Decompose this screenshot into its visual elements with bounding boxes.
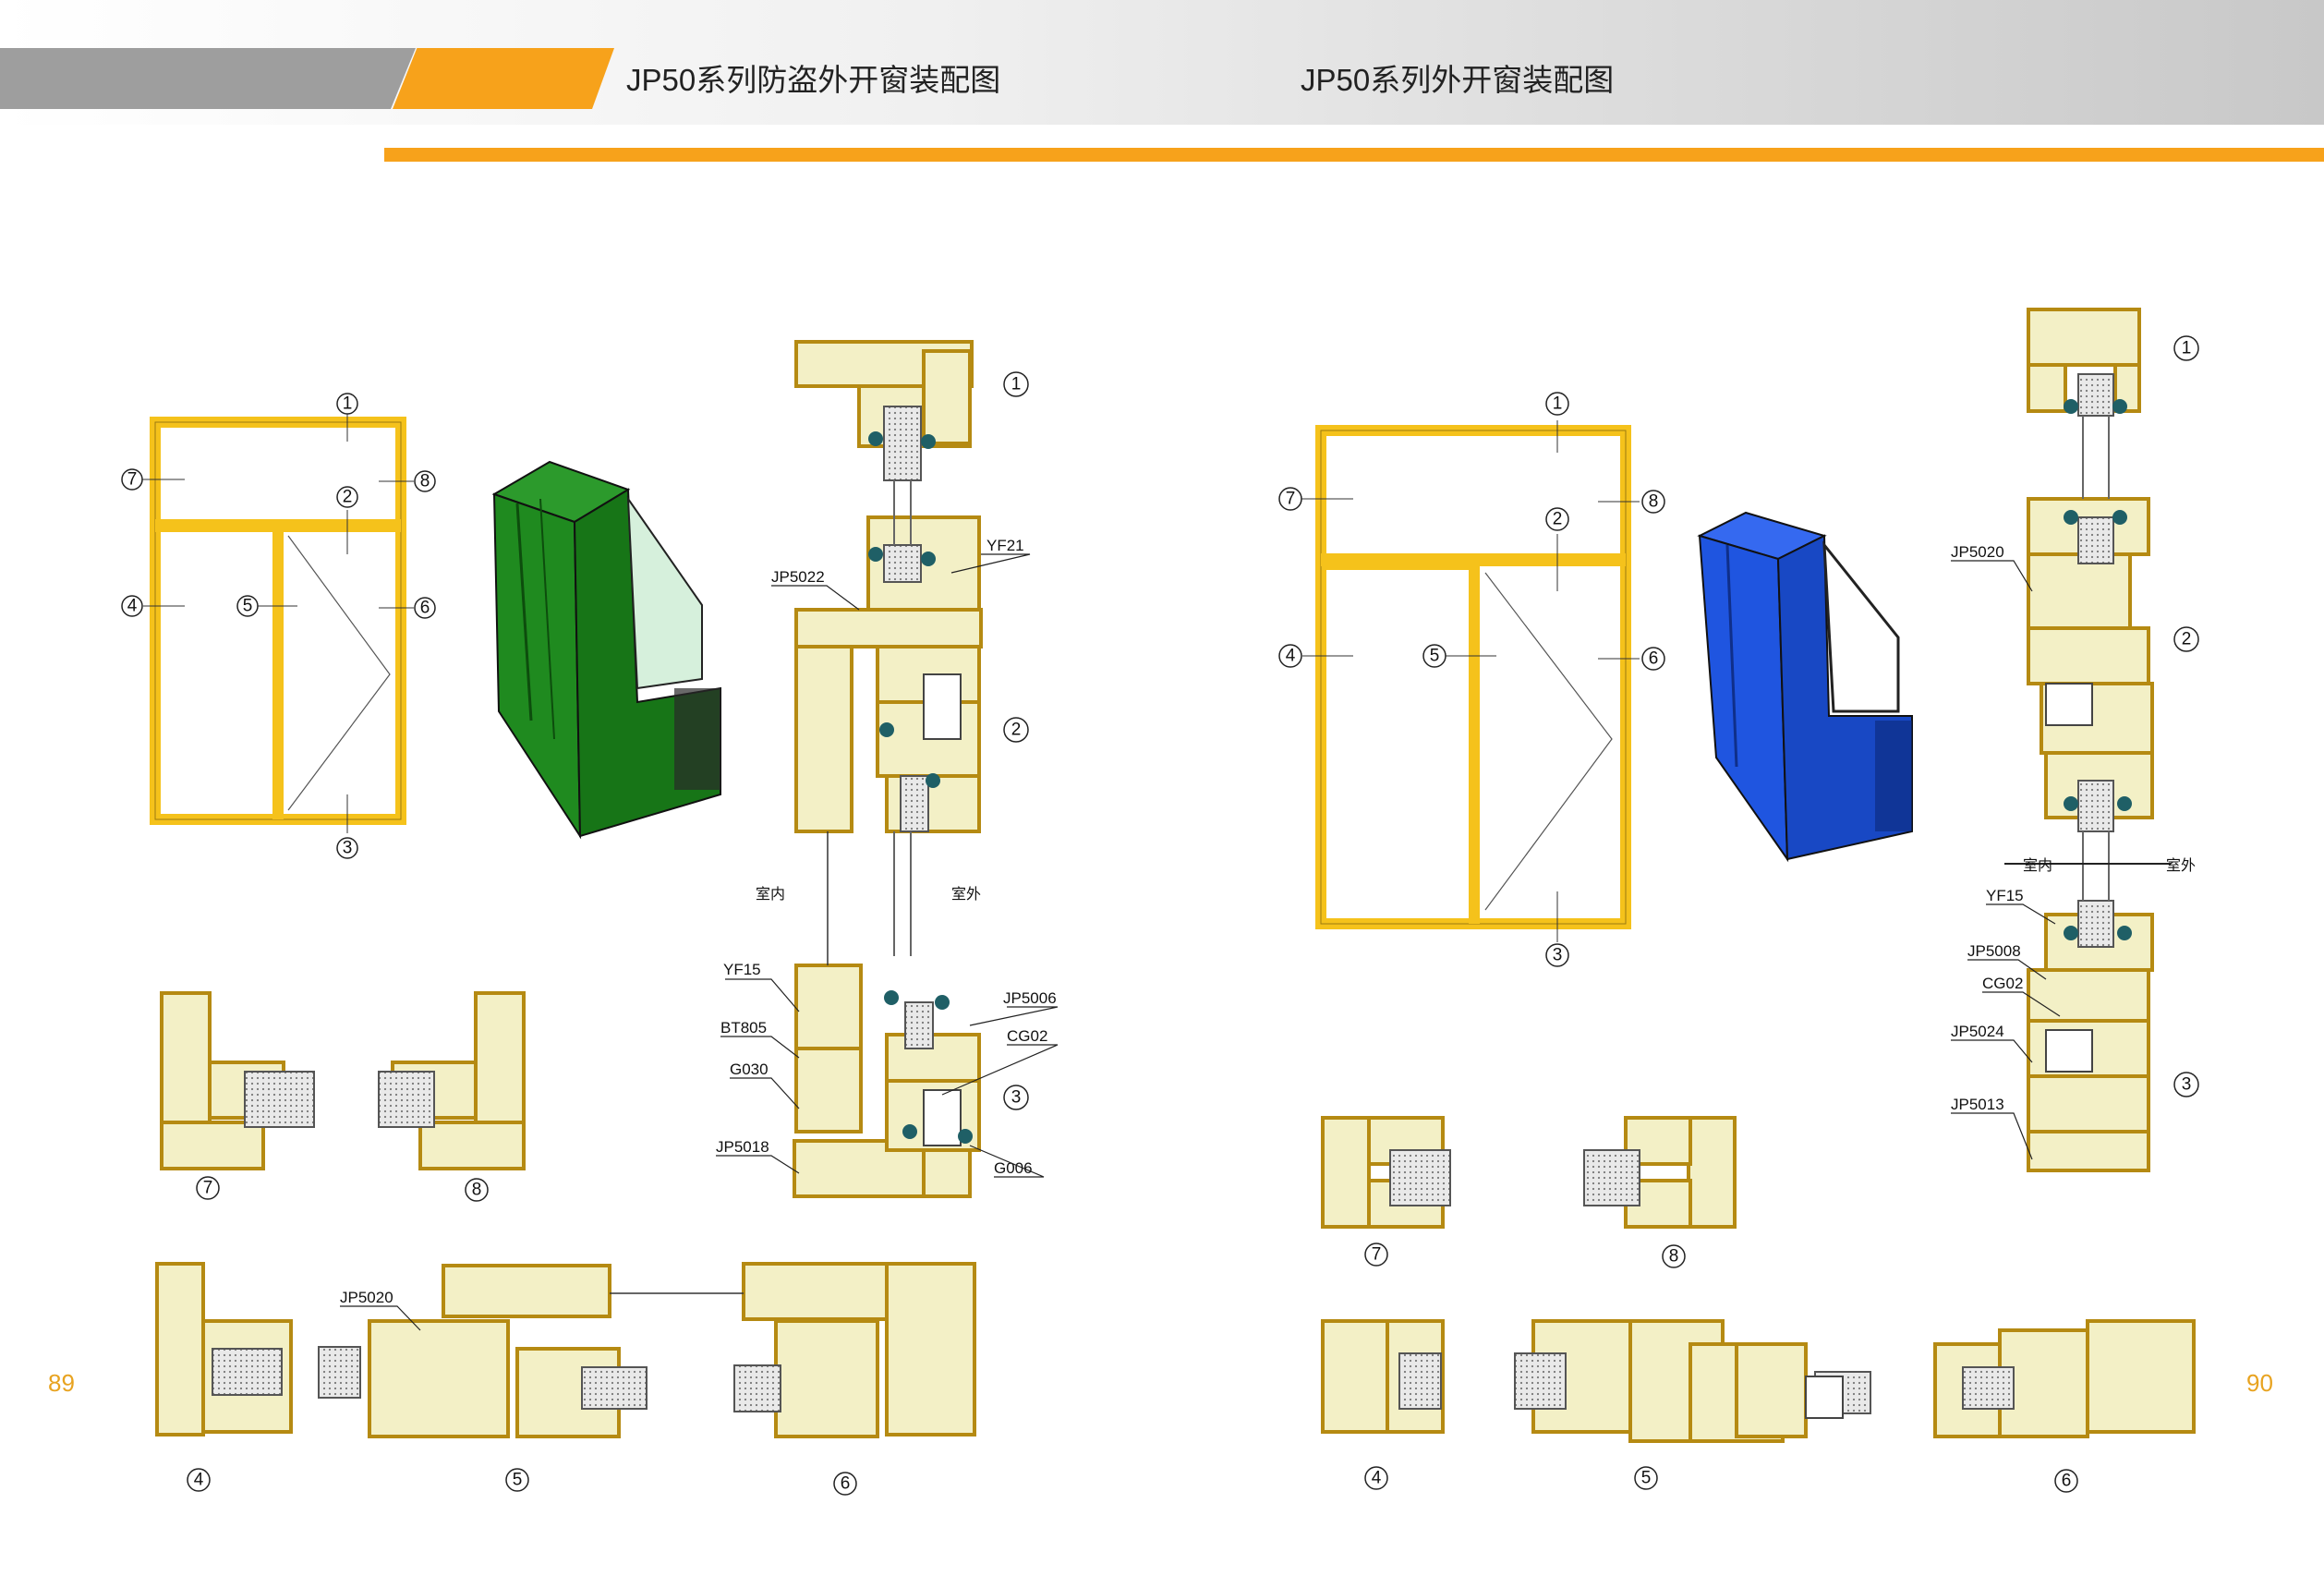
callout-3-elev-right: 3: [1553, 946, 1563, 965]
label-jp5020-left: JP5020: [340, 1289, 393, 1306]
callouts-left: [121, 371, 1029, 1496]
section-8-left: [378, 991, 526, 1170]
callout-8-elev-left: 8: [420, 472, 430, 491]
glazing-left: [827, 406, 962, 1146]
label-indoor-left: 室内: [756, 886, 785, 903]
callout-7-elev-right: 7: [1286, 490, 1296, 509]
callout-7-section-left: 7: [203, 1179, 213, 1198]
label-yf15-right: YF15: [1986, 887, 2024, 904]
callout-4-section-right: 4: [1372, 1469, 1382, 1488]
label-bt805: BT805: [720, 1019, 767, 1036]
callout-1-section-left: 1: [1011, 375, 1022, 394]
callout-6-elev-left: 6: [420, 599, 430, 618]
leader-lines-right: [1951, 560, 2061, 1160]
callout-8-elev-right: 8: [1649, 492, 1659, 512]
profile-isometric-blue: [1697, 511, 1913, 863]
page-number-left: 89: [48, 1369, 75, 1397]
callout-3-section-right: 3: [2182, 1075, 2192, 1095]
callout-6-section-right: 6: [2062, 1472, 2072, 1491]
label-jp5022: JP5022: [771, 568, 825, 586]
header-orange-rule: [384, 148, 2324, 162]
vertical-section-left: [793, 340, 983, 1198]
gaskets-right: [2064, 399, 2132, 940]
callout-7-section-right: 7: [1372, 1245, 1382, 1265]
page-number-right: 90: [2246, 1369, 2273, 1397]
horizontal-section-left: [155, 1262, 976, 1438]
label-jp5018: JP5018: [716, 1138, 769, 1156]
callout-8-section-left: 8: [472, 1181, 482, 1200]
part-labels-left: YF21 JP5022 室内 室外 YF15 BT805 G030 JP5018…: [340, 537, 1057, 1306]
callout-2-section-left: 2: [1011, 721, 1022, 740]
label-jp5013: JP5013: [1951, 1096, 2004, 1113]
title-right: JP50系列外开窗装配图: [1301, 63, 1615, 97]
section-7-left: [160, 991, 315, 1170]
section-8-right: [1583, 1116, 1737, 1229]
callout-5-elev-left: 5: [243, 597, 253, 616]
callout-2-elev-left: 2: [343, 488, 353, 507]
label-jp5024: JP5024: [1951, 1023, 2004, 1040]
label-cg02-left: CG02: [1007, 1027, 1047, 1045]
label-g006: G006: [994, 1159, 1033, 1177]
header-orange-band: [393, 48, 614, 109]
callout-1-section-right: 1: [2182, 339, 2192, 358]
label-yf21: YF21: [986, 537, 1024, 554]
callout-2-section-right: 2: [2182, 630, 2192, 649]
header-gray-band: [0, 48, 416, 109]
label-jp5006: JP5006: [1003, 989, 1057, 1007]
leader-lines-left: [340, 553, 1059, 1331]
label-indoor-right: 室内: [2023, 857, 2052, 874]
glazing-horizontal-left: [212, 1292, 781, 1412]
callout-4-section-left: 4: [194, 1471, 204, 1490]
callout-1-elev-left: 1: [343, 394, 353, 414]
label-outdoor-right: 室外: [2166, 857, 2196, 874]
section-7-right: [1321, 1116, 1451, 1229]
horizontal-section-right: [1321, 1319, 2196, 1443]
callout-1-elev-right: 1: [1553, 394, 1563, 414]
callout-5-section-left: 5: [513, 1471, 523, 1490]
vertical-section-right: [2027, 308, 2154, 1172]
callout-numbers-left: 1 2 3 7 8 4 5 6 1 2 3 7 8 4 5 6: [127, 375, 1022, 1494]
callout-2-elev-right: 2: [1553, 510, 1563, 529]
callouts-right: [1278, 335, 2199, 1493]
glazing-horizontal-right: [1398, 1352, 2015, 1419]
callout-3-elev-left: 3: [343, 839, 353, 858]
window-elevation-left: [134, 413, 414, 833]
glazing-right: [2004, 373, 2171, 1073]
gaskets-left: [868, 431, 973, 1144]
callout-numbers-right: 1 2 3 7 8 4 5 6 1 2 3 7 8 4 5 6: [1286, 339, 2192, 1491]
label-cg02-right: CG02: [1982, 975, 2023, 992]
window-elevation-right: [1293, 420, 1640, 942]
label-g030: G030: [730, 1061, 769, 1078]
label-outdoor-left: 室外: [951, 886, 981, 903]
callout-4-elev-right: 4: [1286, 647, 1296, 666]
callout-5-elev-right: 5: [1430, 647, 1440, 666]
label-jp5020-right: JP5020: [1951, 543, 2004, 561]
callout-4-elev-left: 4: [127, 597, 138, 616]
callout-5-section-right: 5: [1641, 1469, 1652, 1488]
callout-3-section-left: 3: [1011, 1088, 1022, 1108]
label-yf15-left: YF15: [723, 961, 761, 978]
profile-isometric-green: [491, 460, 721, 840]
title-left: JP50系列防盗外开窗装配图: [626, 63, 1001, 97]
label-jp5008: JP5008: [1967, 942, 2021, 960]
callout-7-elev-left: 7: [127, 470, 138, 490]
callout-6-section-left: 6: [841, 1474, 851, 1494]
part-labels-right: JP5020 室内 室外 YF15 JP5008 CG02 JP5024 JP5…: [1951, 543, 2196, 1113]
callout-8-section-right: 8: [1669, 1247, 1679, 1267]
callout-6-elev-right: 6: [1649, 649, 1659, 669]
